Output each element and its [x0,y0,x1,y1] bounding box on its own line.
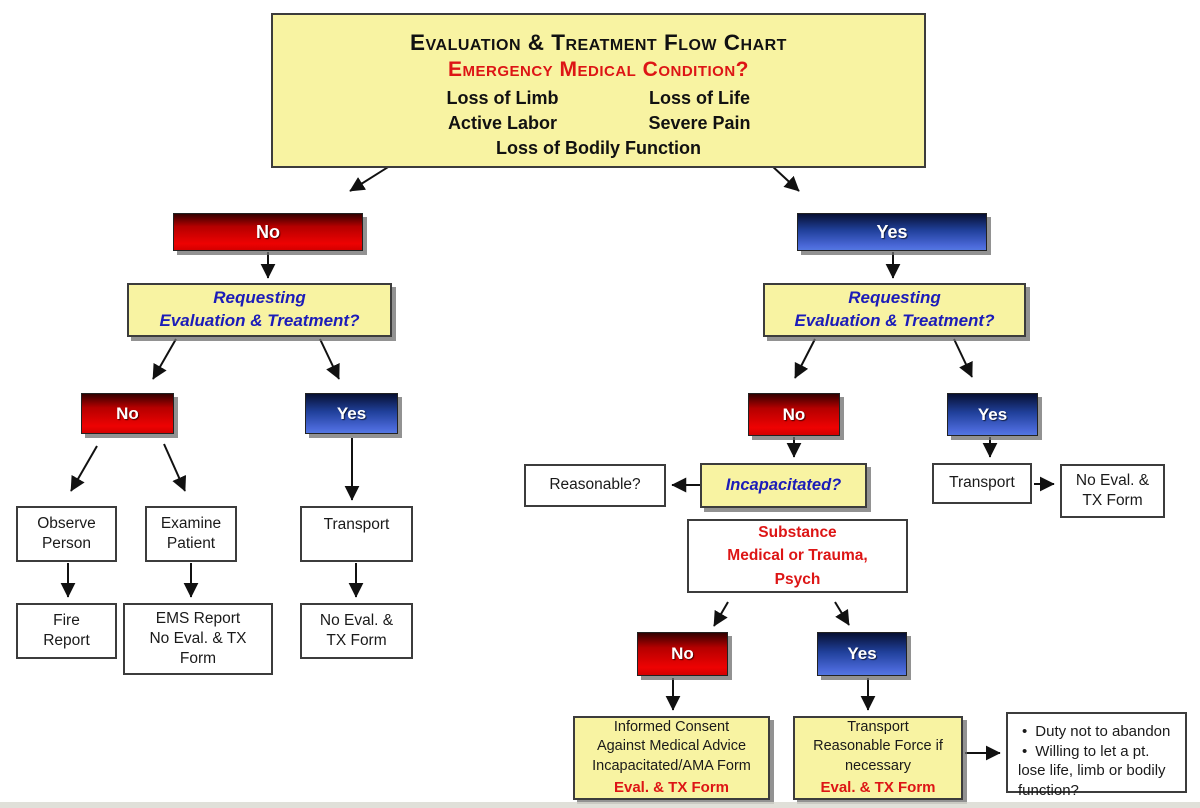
node-line: necessary [844,758,912,775]
arrow-requesting-left-to-yes [319,338,340,380]
node-line: Informed Consent [613,718,730,735]
node-line: Examine [160,514,222,532]
node-label: Reasonable? [549,476,641,494]
node-no-left: No [81,393,174,434]
node-label: Yes [876,221,908,242]
node-transport-left: Transport [300,506,413,562]
conditions-column-right: Loss of Life Severe Pain [648,86,750,136]
condition-item: Loss of Bodily Function [496,137,701,158]
node-line: No Eval. & [319,611,394,629]
list-item: • Duty not to abandon [1018,722,1170,742]
node-line: Observe [37,514,96,532]
arrow-requesting-right-to-yes [953,338,973,378]
node-line: Patient [166,535,216,552]
condition-item: Active Labor [447,112,557,133]
node-examine-patient: Examine Patient [145,506,237,562]
node-fire-report: Fire Report [16,603,117,659]
node-line: Reasonable Force if [813,738,943,755]
title-box: Evaluation & Treatment Flow Chart Emerge… [271,13,926,168]
arrow-requesting-right-to-no [794,338,816,379]
bullet-text: Willing to let a pt. lose life, limb or … [1018,742,1166,799]
node-label: No [116,403,139,423]
node-line: Psych [774,570,821,588]
node-label: Yes [977,404,1008,424]
node-line: Person [41,535,92,552]
node-requesting-right: Requesting Evaluation & Treatment? [763,283,1026,337]
node-duty-notes: •Duty not to abandon •Willing to let a p… [1006,712,1187,799]
node-line: Substance [758,524,837,542]
node-line: Medical or Trauma, [727,547,868,565]
bullet-icon: • [1022,723,1028,740]
node-label: No [671,644,694,663]
node-highlight: Eval. & TX Form [820,778,936,796]
node-highlight: Eval. & TX Form [613,778,730,796]
arrow-requesting-left-to-no [152,338,177,380]
node-label: Incapacitated? [725,476,842,495]
conditions-column-left: Loss of Limb Active Labor [446,86,558,136]
node-requesting-left: Requesting Evaluation & Treatment? [127,283,392,337]
node-line: Transport [847,718,909,735]
node-observe-person: Observe Person [16,506,117,562]
condition-item: Loss of Life [648,87,750,108]
bullet-text: Duty not to abandon [1035,723,1171,740]
arrow-substance-to-yes [834,601,850,626]
arrow-substance-to-no [713,601,729,627]
scan-artifact-strip [0,802,1200,808]
node-line: EMS Report [155,609,241,627]
node-line: Form [179,650,217,668]
page-title: Evaluation & Treatment Flow Chart [410,29,787,55]
emc-question: Emergency Medical Condition? [448,57,749,81]
node-line: Transport [323,516,390,533]
node-label: Yes [847,644,877,663]
condition-item: Severe Pain [648,112,751,133]
conditions-row: Loss of Limb Active Labor Loss of Life S… [446,86,750,136]
node-line: Evaluation & Treatment? [159,311,360,330]
node-line: TX Form [326,632,387,649]
node-line: No Eval. & TX [149,629,247,647]
node-ems-report: EMS Report No Eval. & TX Form [123,603,273,675]
condition-item: Loss of Limb [446,87,559,108]
node-reasonable: Reasonable? [524,464,666,507]
node-line: No Eval. & [1075,471,1150,489]
arrow-no-to-examine [163,443,187,492]
arrow-no-to-observe [70,445,98,492]
node-label: No [256,221,280,242]
node-yes-main-right: Yes [797,213,987,251]
node-substance: Substance Medical or Trauma, Psych [687,519,908,593]
node-no-bottom: No [637,632,728,676]
node-line: Requesting [848,288,941,308]
node-line: Fire [53,611,80,629]
node-incapacitated: Incapacitated? [700,463,867,508]
node-yes-right: Yes [947,393,1038,436]
node-line: Requesting [213,288,306,308]
node-line: Evaluation & Treatment? [794,311,995,330]
node-label: No [782,404,806,424]
node-label: Yes [336,403,367,423]
node-no-eval-right: No Eval. & TX Form [1060,464,1165,518]
node-line: Report [43,632,90,649]
node-label: Transport [949,474,1015,492]
node-no-right: No [748,393,840,436]
node-yes-bottom: Yes [817,632,907,676]
list-item: •Willing to let a pt. lose life, limb or… [1018,742,1177,801]
node-transport-force: Transport Reasonable Force if necessary … [793,716,963,800]
node-yes-left: Yes [305,393,398,434]
node-informed-consent: Informed Consent Against Medical Advice … [573,716,770,800]
node-line: Against Medical Advice [596,738,747,755]
node-no-eval-left: No Eval. & TX Form [300,603,413,659]
node-no-main-left: No [173,213,363,251]
node-line: Incapacitated/AMA Form [592,758,751,775]
bullet-icon: • [1022,742,1028,760]
arrows-layer [60,151,1055,761]
node-line: TX Form [1082,492,1143,509]
node-transport-right: Transport [932,463,1032,504]
